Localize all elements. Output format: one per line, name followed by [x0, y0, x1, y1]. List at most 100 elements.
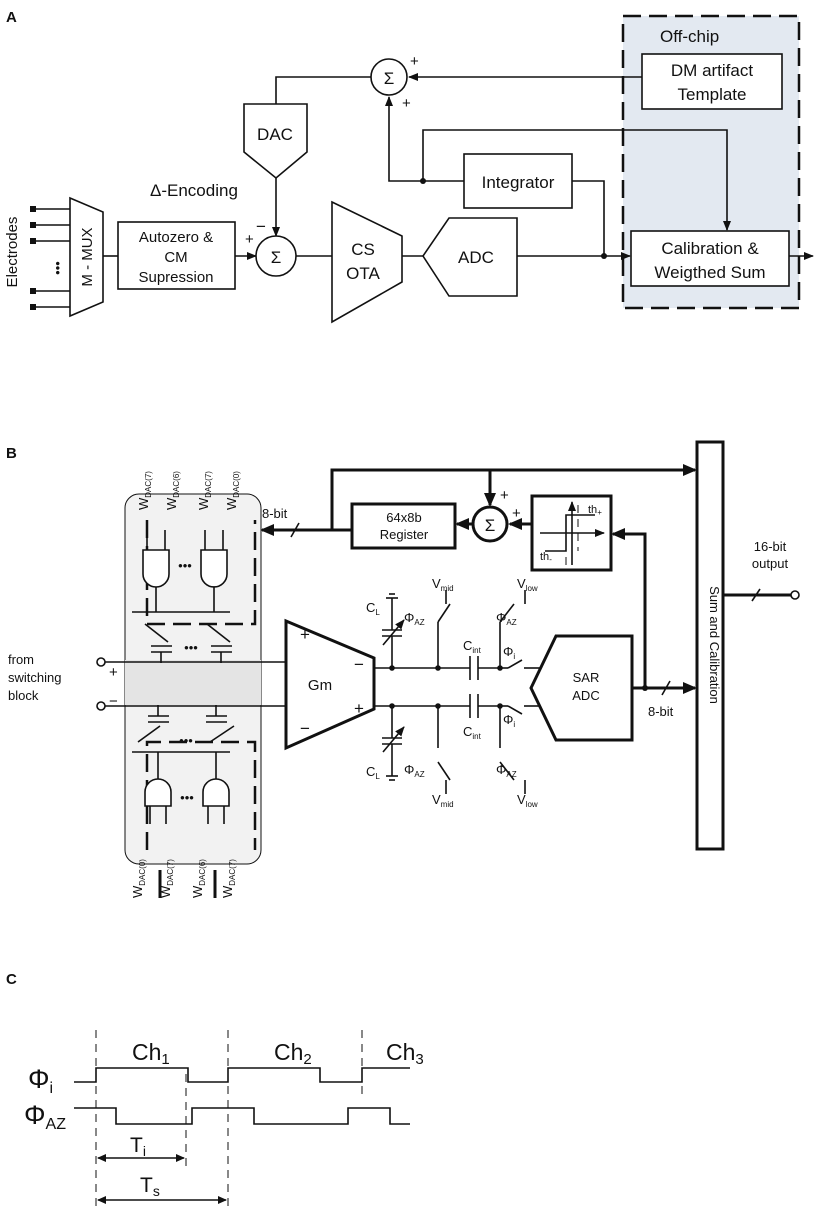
wdac-bottom-labels: WDAC(0) WDAC(7) WDAC(6) WDAC(7) [130, 859, 237, 898]
cint-top-label: Cint [463, 638, 482, 655]
ch3-label: Ch3 [386, 1039, 424, 1068]
autozero-label-1: Autozero & [139, 229, 213, 246]
gm-minus-out: − [354, 655, 364, 674]
phi-i-top-label: Φi [503, 644, 515, 661]
cl-top-capacitor [382, 593, 405, 671]
electrodes-ellipsis: ••• [50, 261, 65, 275]
top-gates-ellipsis: ••• [178, 558, 192, 573]
vmid-az-switch-bottom [435, 703, 451, 794]
cl-bottom-label: CL [366, 764, 380, 781]
adc-block [422, 217, 518, 297]
b-summer-plus-top: + [500, 487, 509, 504]
sar-adc-label-2: ADC [572, 688, 599, 703]
from-label-1: from [8, 652, 34, 667]
eight-bit-bottom-label: 8-bit [648, 704, 674, 719]
dm-template-label: Template [678, 85, 747, 104]
electrode-pins [30, 206, 70, 310]
delta-summer-minus: − [256, 217, 266, 236]
phi-i-bottom-label: Φi [503, 712, 515, 729]
bottom-and-gates [132, 705, 235, 824]
cl-bottom-capacitor [382, 703, 405, 781]
cint-capacitors [469, 656, 500, 718]
top-bus-wire [330, 464, 697, 530]
sar-adc-label-1: SAR [573, 670, 600, 685]
panel-b-label: B [6, 445, 17, 462]
phi-i-timing-label: Φi [28, 1064, 53, 1097]
delta-summer-plus: + [245, 231, 254, 248]
svg-text:WDAC(6): WDAC(6) [164, 471, 181, 510]
wdac-bottom-bus-ticks [158, 870, 217, 898]
phi-az-waveform [74, 1107, 410, 1125]
vmid-bottom-label: Vmid [432, 792, 454, 809]
top-summer-plus-bottom: + [402, 95, 411, 112]
svg-text:WDAC(0): WDAC(0) [224, 471, 241, 510]
ch2-label: Ch2 [274, 1039, 312, 1068]
panel-a: A Off-chip DM artifact Template Σ + + DA… [4, 9, 814, 324]
gm-plus-out: + [354, 699, 364, 718]
register-label-2: Register [380, 527, 429, 542]
bottom-caps-ellipsis: ••• [179, 733, 193, 748]
cl-top-label: CL [366, 600, 380, 617]
ch1-label: Ch1 [132, 1039, 170, 1068]
vlow-bottom-label: Vlow [517, 792, 538, 809]
cs-ota-label-1: CS [351, 240, 375, 259]
panel-c-label: C [6, 971, 17, 988]
ts-label: Ts [140, 1174, 160, 1199]
offchip-border [621, 14, 801, 310]
cint-bottom-label: Cint [463, 724, 482, 741]
output-label-1: 16-bit [754, 539, 787, 554]
vmid-az-switch-top [435, 590, 451, 671]
offchip-label: Off-chip [660, 27, 719, 46]
delta-summer-symbol: Σ [271, 248, 282, 267]
top-summer-plus-right: + [410, 53, 419, 70]
adc-label: ADC [458, 248, 494, 267]
ti-label: Ti [130, 1134, 146, 1159]
mux-block [69, 196, 104, 318]
eight-bit-top-label: 8-bit [262, 506, 288, 521]
dm-artifact-label: DM artifact [671, 61, 753, 80]
svg-text:WDAC(0): WDAC(0) [130, 859, 147, 898]
svg-text:WDAC(7): WDAC(7) [220, 859, 237, 898]
th-minus-label: th- [540, 551, 552, 564]
sum-calibration-label: Sum and Calibration [707, 586, 722, 704]
panel-a-label: A [6, 9, 17, 26]
sum-calibration-block [695, 440, 725, 851]
top-summer-symbol: Σ [384, 69, 395, 88]
autozero-label-2: CM [164, 249, 187, 266]
from-label-3: block [8, 688, 39, 703]
top-caps-ellipsis: ••• [184, 640, 198, 655]
integrator-input-wire [572, 180, 605, 256]
b-summer-symbol: Σ [485, 516, 496, 535]
wdac-top-labels: WDAC(7) WDAC(6) WDAC(7) WDAC(0) [136, 471, 241, 510]
output-label-2: output [752, 556, 789, 571]
phi-az-top-right-label: ΦAZ [496, 610, 517, 627]
feedback-to-calibration-wire [422, 129, 731, 231]
gm-minus-in: − [300, 719, 310, 738]
panel-b: B Sum and Calibration 16-bit output 64x8… [6, 440, 800, 898]
vlow-az-switch-top [497, 590, 526, 671]
dac-label: DAC [257, 125, 293, 144]
autozero-label-3: Supression [138, 269, 213, 286]
top-and-gates [132, 530, 232, 663]
phi-i-waveform [74, 1067, 410, 1083]
summer-to-dac-wire [275, 76, 371, 104]
integrator-block [463, 153, 573, 209]
phi-az-timing-label: ΦAZ [24, 1100, 66, 1133]
panel-c: C Ch1 Ch2 Ch3 Φi ΦAZ Ti Ts [6, 971, 424, 1208]
vlow-top-label: Vlow [517, 576, 538, 593]
th-plus-label: th+ [588, 504, 602, 517]
phi-az-bottom-right-label: ΦAZ [496, 762, 517, 779]
svg-text:WDAC(7): WDAC(7) [136, 471, 153, 510]
cs-ota-label-2: OTA [346, 264, 380, 283]
calibration-label-1: Calibration & [661, 239, 759, 258]
phi-az-top-left-label: ΦAZ [404, 610, 425, 627]
mux-label: M - MUX [79, 227, 96, 286]
input-plus: + [109, 664, 118, 681]
input-minus: − [109, 693, 118, 710]
gm-plus-in: + [300, 625, 310, 644]
svg-text:WDAC(7): WDAC(7) [196, 471, 213, 510]
autozero-block [117, 221, 236, 290]
dac-block [243, 103, 308, 180]
svg-text:WDAC(6): WDAC(6) [190, 859, 207, 898]
svg-text:WDAC(7): WDAC(7) [158, 859, 175, 898]
